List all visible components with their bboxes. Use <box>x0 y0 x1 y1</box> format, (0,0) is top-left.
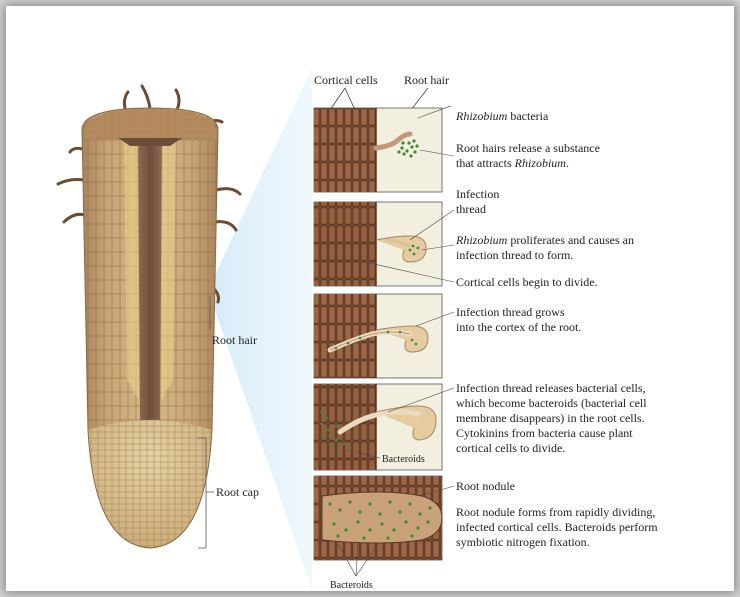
step-5-text: Root nodule Root nodule forms from rapid… <box>456 479 658 549</box>
bacteroids-bottom-label: Bacteroids <box>330 580 373 591</box>
step-4-desc-line-4: Cytokinins from bacteria cause plant <box>456 426 633 440</box>
step-1-callout: Rhizobium bacteria <box>455 109 549 123</box>
step-2-text: Infection thread Rhizobium proliferates … <box>455 187 634 289</box>
step-4-desc-line-3: membrane disappears) in the root cells. <box>456 411 645 425</box>
step-3-desc-line-1: Infection thread grows <box>456 305 565 319</box>
step-5-desc-line-1: Root nodule forms from rapidly dividing, <box>456 505 655 519</box>
diagram-frame: Root hair Root cap Cortical cells Root h… <box>6 6 734 591</box>
step-3-desc-line-2: into the cortex of the root. <box>456 320 581 334</box>
step-5-desc-line-3: symbiotic nitrogen fixation. <box>456 535 590 549</box>
step-2-desc-line-2: infection thread to form. <box>456 248 573 262</box>
cortical-cells-label: Cortical cells <box>314 73 378 87</box>
step-2-callout-line-2: thread <box>456 202 486 216</box>
step-panel-2 <box>314 202 442 286</box>
root-hair-top-label: Root hair <box>404 73 449 87</box>
root-hair-strand <box>58 180 84 185</box>
step-panel-4: Bacteroids <box>314 384 442 470</box>
step-1-text: Rhizobium bacteria Root hairs release a … <box>455 109 600 170</box>
root-illustration <box>58 86 240 560</box>
step-panel-3 <box>314 294 442 378</box>
step-panel-5 <box>314 476 442 560</box>
step-2-desc-line-1: Rhizobium proliferates and causes an <box>455 233 634 247</box>
root-hair-strand <box>216 189 240 194</box>
root-hair-strand <box>142 86 150 108</box>
step-4-text: Infection thread releases bacterial cell… <box>456 381 647 455</box>
step-panel-1 <box>314 108 442 192</box>
zoom-beam <box>208 68 312 590</box>
step-4-desc-line-5: cortical cells to divide. <box>456 441 565 455</box>
step-4-desc-line-2: which become bacteroids (bacterial cell <box>456 396 647 410</box>
step-2-callout-line-1: Infection <box>456 187 499 201</box>
root-cap-label: Root cap <box>216 485 259 499</box>
step-2-extra: Cortical cells begin to divide. <box>456 275 598 289</box>
step-4-desc-line-1: Infection thread releases bacterial cell… <box>456 381 646 395</box>
step-1-desc-line-2: that attracts Rhizobium. <box>456 156 569 170</box>
root-hair-strand <box>64 214 85 222</box>
root-hair-strand <box>215 222 236 230</box>
root-nodule-diagram: Root hair Root cap Cortical cells Root h… <box>6 6 734 591</box>
step-1-desc-line-1: Root hairs release a substance <box>456 141 600 155</box>
bacteroids-panel-label: Bacteroids <box>382 454 425 465</box>
vascular-stele <box>138 130 162 430</box>
root-nodule-shape <box>322 492 442 543</box>
root-hair-side-label: Root hair <box>212 333 257 347</box>
step-5-callout: Root nodule <box>456 479 515 493</box>
step-3-text: Infection thread grows into the cortex o… <box>456 305 581 334</box>
step-5-desc-line-2: infected cortical cells. Bacteroids perf… <box>456 520 658 534</box>
